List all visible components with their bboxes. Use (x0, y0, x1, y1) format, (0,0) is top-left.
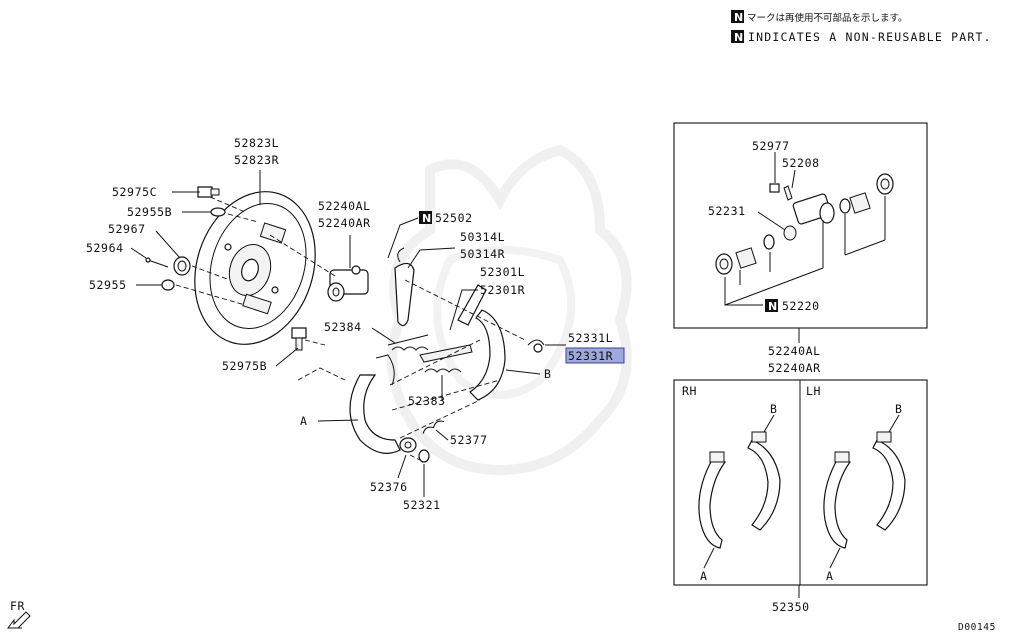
wheel-cylinder (327, 265, 369, 302)
label-52301l: 52301L (480, 265, 525, 279)
part-labels: 52823L 52823R 52975C 52955B 52967 52964 … (86, 136, 625, 512)
label-52240ar: 52240AR (318, 216, 371, 230)
front-arrow-icon (7, 611, 31, 629)
label-52240al: 52240AL (318, 199, 371, 213)
label-52955b: 52955B (127, 205, 172, 219)
label-52376: 52376 (370, 480, 408, 494)
non-reusable-badge-en (731, 30, 744, 43)
shoe-kit-inset: RH LH B A B A (673, 379, 928, 586)
non-reusable-badge-52220 (765, 299, 778, 312)
label-50314r: 50314R (460, 247, 505, 261)
label-52331r[interactable]: 52331R (568, 349, 613, 363)
wheel-cylinder-inset: 52977 52208 52231 N 52220 (673, 122, 928, 329)
badge-letter-52502: N (422, 212, 431, 225)
label-50314l: 50314L (460, 230, 505, 244)
badge-letter-en: N (734, 31, 743, 44)
label-52955: 52955 (89, 278, 127, 292)
label-52964: 52964 (86, 241, 124, 255)
label-52975b: 52975B (222, 359, 267, 373)
notice-jp-text: マークは再使用不可部品を示します。 (747, 12, 908, 24)
label-52975c: 52975C (112, 185, 157, 199)
retainer-parts (399, 339, 545, 463)
label-52977: 52977 (752, 139, 790, 153)
label-rh-b: B (770, 402, 778, 416)
label-fr: FR (10, 599, 25, 613)
label-lh: LH (806, 384, 821, 398)
badge-letter-jp: N (734, 11, 743, 24)
backing-plate (194, 191, 316, 345)
label-52967: 52967 (108, 222, 146, 236)
label-52383: 52383 (408, 394, 446, 408)
diagram-code: D00145 (958, 622, 996, 633)
brake-shoe-rear (469, 309, 506, 401)
label-lh-a: A (826, 569, 834, 583)
watermark-emblem (387, 144, 632, 476)
non-reusable-badge-52502 (419, 211, 432, 224)
label-52823l: 52823L (234, 136, 279, 150)
label-52240al-box: 52240AL (768, 344, 821, 358)
label-52321: 52321 (403, 498, 441, 512)
non-reusable-badge-jp (731, 10, 744, 23)
left-hardware (145, 186, 307, 351)
label-52208: 52208 (782, 156, 820, 170)
label-52502: 52502 (435, 211, 473, 225)
leader-lines (130, 170, 566, 497)
label-rh-a: A (700, 569, 708, 583)
label-52231: 52231 (708, 204, 746, 218)
non-reusable-notice: N マークは再使用不可部品を示します。 N INDICATES A NON-RE… (731, 10, 992, 44)
front-direction-indicator: FR (7, 599, 31, 629)
notice-en-text: INDICATES A NON-REUSABLE PART. (748, 30, 992, 44)
label-52384: 52384 (324, 320, 362, 334)
label-52240ar-box: 52240AR (768, 361, 821, 375)
label-shoe-a: A (300, 414, 308, 428)
label-52220: 52220 (782, 299, 820, 313)
label-52350: 52350 (772, 600, 810, 614)
label-52331l: 52331L (568, 331, 613, 345)
label-52331r-highlight (565, 347, 625, 364)
label-52823r: 52823R (234, 153, 279, 167)
label-lh-b: B (895, 402, 903, 416)
assembly-guide-lines (175, 196, 526, 461)
label-shoe-b: B (544, 367, 552, 381)
label-52301r: 52301R (480, 283, 525, 297)
label-rh: RH (682, 384, 697, 398)
label-52377: 52377 (450, 433, 488, 447)
badge-letter-52220: N (768, 300, 777, 313)
